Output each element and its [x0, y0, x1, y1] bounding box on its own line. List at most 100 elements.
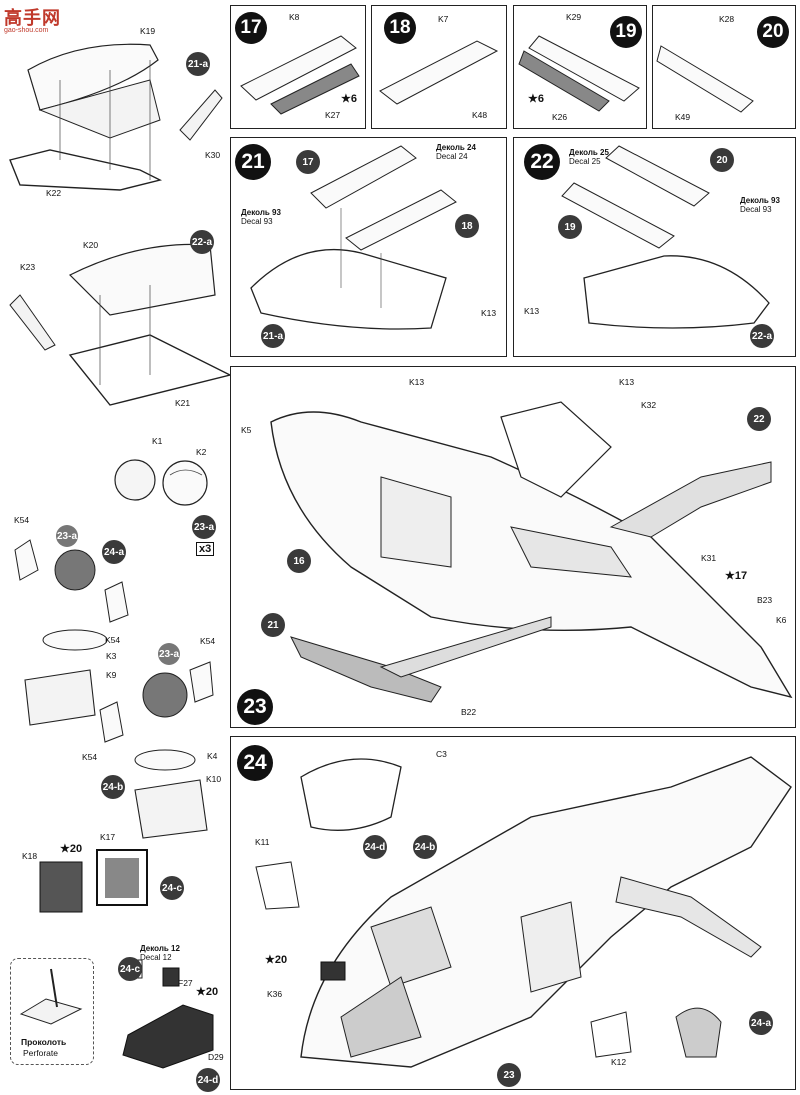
ref-badge-22a: 22-a [190, 230, 214, 254]
part-label: C3 [436, 749, 447, 759]
part-label: K11 [255, 837, 270, 847]
decal-star-icon: ★17 [725, 570, 748, 582]
part-label: K54 [82, 752, 98, 762]
ref-badge-24a: 24-a [102, 540, 126, 564]
decal-star-icon: ★20 [265, 954, 288, 966]
part-label: K32 [641, 400, 657, 410]
part-label: K31 [701, 553, 717, 563]
step-number: 20 [757, 16, 789, 48]
part-label: K12 [611, 1057, 627, 1067]
ref-badge-23a: 23-a [158, 643, 180, 665]
perforate-label-en: Perforate [23, 1048, 58, 1058]
part-label: K2 [196, 447, 207, 457]
part-label: K13 [481, 308, 497, 318]
step-18-panel: 18 K7 K48 [371, 5, 507, 129]
part-label: K8 [289, 12, 300, 22]
perforate-label-ru: Проколоть [21, 1037, 67, 1047]
decal-star-icon: ★6 [528, 93, 544, 105]
part-label: K29 [566, 12, 582, 22]
part-label: K23 [20, 262, 36, 272]
decal-star-icon: ★20 [196, 986, 219, 998]
step-number: 24 [237, 745, 273, 781]
part-label: K1 [152, 436, 163, 446]
step-number: 19 [610, 16, 642, 48]
ref-badge: 18 [455, 214, 479, 238]
step-20-panel: 20 K28 K49 [652, 5, 796, 129]
step-number: 18 [384, 12, 416, 44]
part-label: K18 [22, 851, 38, 861]
part-label: K30 [205, 150, 221, 160]
part-label: K4 [207, 751, 218, 761]
decal-star-icon: ★6 [341, 93, 357, 105]
part-label: K48 [472, 110, 488, 120]
part-label: K3 [106, 651, 117, 661]
sub-assembly-22a-drawing [9, 243, 233, 406]
part-label: K54 [105, 635, 121, 645]
ref-badge-24b: 24-b [101, 775, 125, 799]
part-label: K19 [140, 26, 156, 36]
ref-badge: 16 [287, 549, 311, 573]
ref-badge: 21-a [261, 324, 285, 348]
part-label: K36 [267, 989, 283, 999]
sub-assembly-24b-drawing [99, 661, 214, 839]
sub-assembly-24c-drawing [39, 849, 148, 913]
ref-badge: 22 [747, 407, 771, 431]
part-label: K21 [175, 398, 191, 408]
part-label: B22 [461, 707, 477, 717]
part-label: K17 [100, 832, 116, 842]
part-label: D29 [208, 1052, 224, 1062]
ref-badge-24c: 24-c [160, 876, 184, 900]
part-label: K26 [552, 112, 568, 122]
part-label: K13 [619, 377, 635, 387]
step-17-panel: 17 K8 K27 ★6 [230, 5, 366, 129]
ref-badge: 20 [710, 148, 734, 172]
step-number: 22 [524, 144, 560, 180]
part-label: K13 [524, 306, 540, 316]
part-label: K6 [776, 615, 787, 625]
step-19-panel: 19 K29 K26 ★6 [513, 5, 647, 129]
step-number: 23 [237, 689, 273, 725]
decal-star-icon: ★20 [60, 843, 83, 855]
perforate-inset: Проколоть Perforate [10, 958, 94, 1065]
part-label: K5 [241, 425, 252, 435]
ref-badge: 19 [558, 215, 582, 239]
ref-badge: 22-a [750, 324, 774, 348]
part-label: K54 [14, 515, 30, 525]
ref-badge-24c: 24-c [118, 957, 142, 981]
part-label: K9 [106, 670, 117, 680]
part-label: K20 [83, 240, 99, 250]
ref-badge-23a: 23-a [192, 515, 216, 539]
part-label: K54 [200, 636, 216, 646]
step-24-panel: 24 C3 K11 K36 K12 24-d 24-b 24-a 23 ★20 [230, 736, 796, 1090]
step-23-panel: 23 K5 K13 K13 K32 K31 B23 K6 B22 16 21 2… [230, 366, 796, 728]
sub-assembly-21a-drawing [9, 43, 223, 191]
ref-badge-21a: 21-a [186, 52, 210, 76]
sub-assembly-24a-drawing [14, 539, 129, 726]
ref-badge: 17 [296, 150, 320, 174]
part-label: K22 [46, 188, 62, 198]
part-label: K7 [438, 14, 449, 24]
step-number: 21 [235, 144, 271, 180]
ref-badge: 21 [261, 613, 285, 637]
part-label: K13 [409, 377, 425, 387]
ref-badge: 24-b [413, 835, 437, 859]
ref-badge-23a: 23-a [56, 525, 78, 547]
part-label: F27 [178, 978, 193, 988]
part-label: K27 [325, 110, 341, 120]
sub-assembly-23a-drawing [114, 459, 208, 506]
part-label: K28 [719, 14, 735, 24]
ref-badge: 23 [497, 1063, 521, 1087]
site-logo: 高手网 gao-shou.com [4, 8, 61, 34]
multiplier-badge: x3 [196, 542, 215, 556]
ref-badge: 24-a [749, 1011, 773, 1035]
ref-badge: 24-d [363, 835, 387, 859]
ref-badge-24d: 24-d [196, 1068, 220, 1092]
part-label: K10 [206, 774, 222, 784]
